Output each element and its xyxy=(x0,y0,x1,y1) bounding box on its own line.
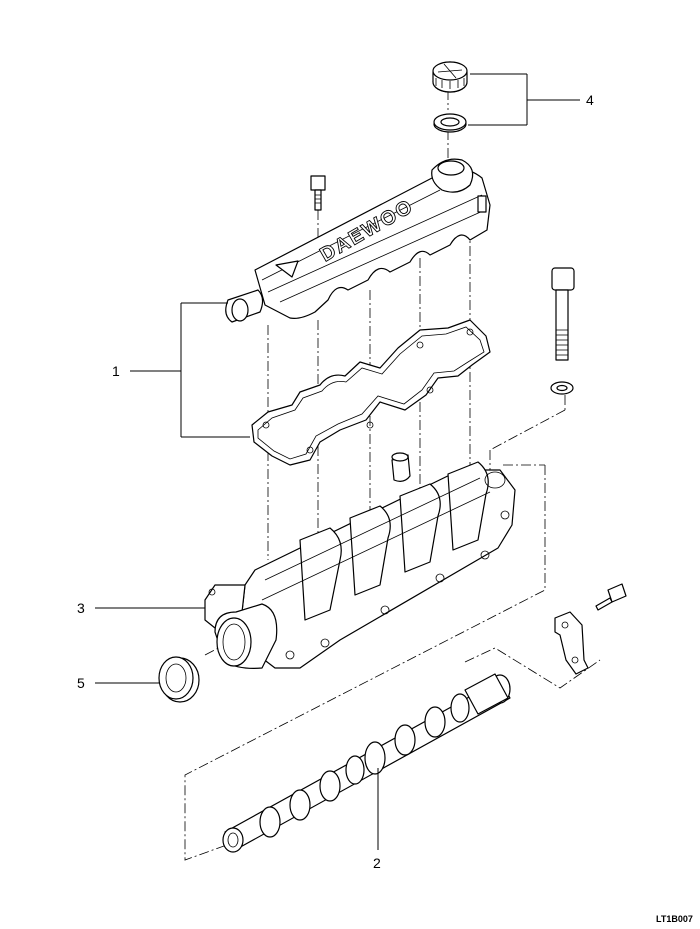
mounting-bracket xyxy=(554,611,589,675)
filler-cap-seal xyxy=(433,113,467,133)
bolt-washer xyxy=(550,381,574,395)
oil-filler-cap xyxy=(432,61,468,93)
camshaft xyxy=(222,673,511,853)
callout-2: 2 xyxy=(373,855,381,871)
callout-5: 5 xyxy=(77,675,85,691)
sensor-plug xyxy=(391,452,411,482)
callout-1: 1 xyxy=(112,363,120,379)
cylinder-head-cover: DAEWOO xyxy=(225,158,491,323)
callout-labels: 1 2 3 4 5 xyxy=(77,92,594,871)
daewoo-emblem-icon xyxy=(275,260,299,278)
cover-gasket xyxy=(251,319,491,466)
bracket-bolt xyxy=(595,583,627,611)
camshaft-oil-seal xyxy=(158,656,200,703)
camshaft-housing xyxy=(204,461,516,669)
callout-4: 4 xyxy=(586,92,594,108)
leader-lines xyxy=(95,73,580,850)
callout-3: 3 xyxy=(77,600,85,616)
housing-bolt xyxy=(551,267,575,361)
figure-code: LT1B007 xyxy=(656,914,693,924)
cover-bolt xyxy=(310,175,326,211)
